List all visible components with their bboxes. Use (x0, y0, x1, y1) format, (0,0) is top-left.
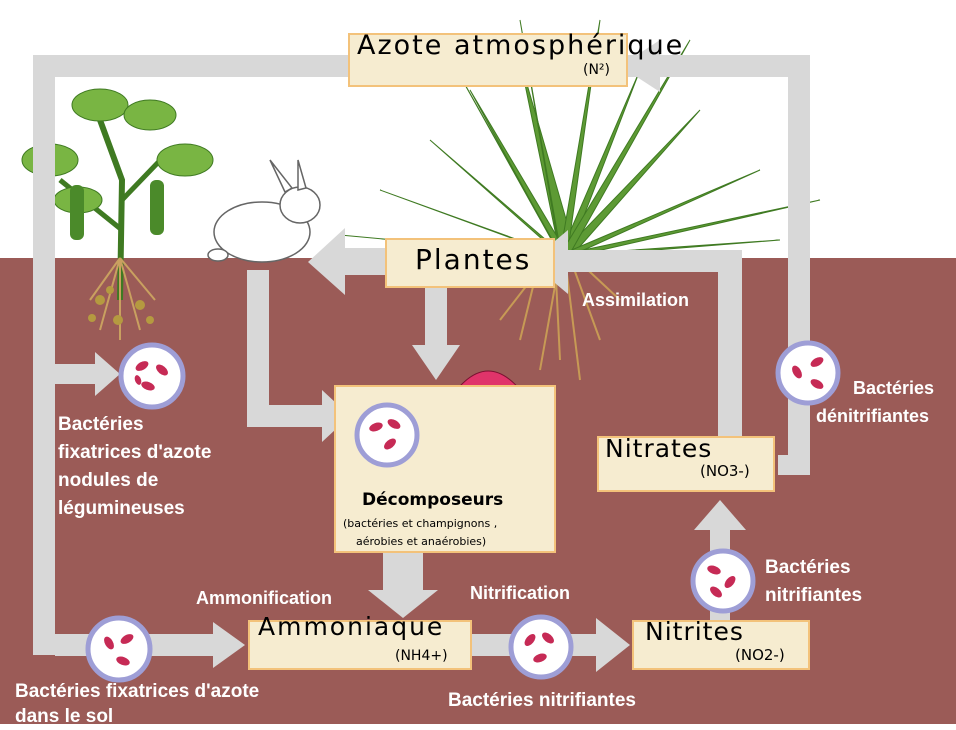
nitrifying-bottom-label: Bactéries nitrifiantes (448, 688, 636, 714)
plants-title: Plantes (415, 243, 531, 276)
decomposers-note-2: aérobies et anaérobies) (356, 535, 486, 548)
soil-bacteria-label-1: Bactéries fixatrices d'azote (15, 679, 259, 705)
nitrites-title: Nitrites (645, 617, 744, 646)
nitrification-label: Nitrification (470, 580, 570, 606)
nitrates-formula: (NO3-) (700, 462, 750, 480)
bacteria-nitrifying-right-icon (690, 548, 756, 614)
ammonia-title: Ammoniaque (258, 612, 444, 641)
nitrifying-right-label-1: Bactéries (765, 555, 851, 581)
bacteria-nitrifying-bottom-icon (508, 614, 574, 680)
denitrifying-bacteria-label-1: Bactéries (853, 375, 934, 401)
nodule-bacteria-label-3: nodules de (58, 468, 158, 494)
nitrifying-right-label-2: nitrifiantes (765, 583, 862, 609)
decomposers-title: Décomposeurs (362, 490, 503, 510)
nodule-bacteria-label-1: Bactéries (58, 412, 144, 438)
bacteria-nodules-icon (118, 342, 186, 410)
ammonification-label: Ammonification (196, 585, 332, 611)
atmospheric-nitrogen-formula: (N²) (583, 62, 610, 78)
ammonia-formula: (NH4+) (395, 648, 448, 664)
atmospheric-nitrogen-title: Azote atmosphérique (357, 30, 684, 61)
nitrites-formula: (NO2-) (735, 646, 785, 664)
bacteria-soil-icon (85, 615, 153, 683)
nodule-bacteria-label-2: fixatrices d'azote (58, 440, 211, 466)
soil-bacteria-label-2: dans le sol (15, 704, 113, 730)
nitrates-title: Nitrates (605, 434, 712, 463)
decomposers-note-1: (bactéries et champignons , (343, 517, 497, 530)
nodule-bacteria-label-4: légumineuses (58, 496, 185, 522)
assimilation-label: Assimilation (582, 287, 689, 313)
bacteria-denitrifying-icon (775, 340, 841, 406)
rabbit (208, 160, 320, 262)
bacteria-decomposers-icon (354, 402, 420, 468)
denitrifying-bacteria-label-2: dénitrifiantes (816, 403, 929, 429)
